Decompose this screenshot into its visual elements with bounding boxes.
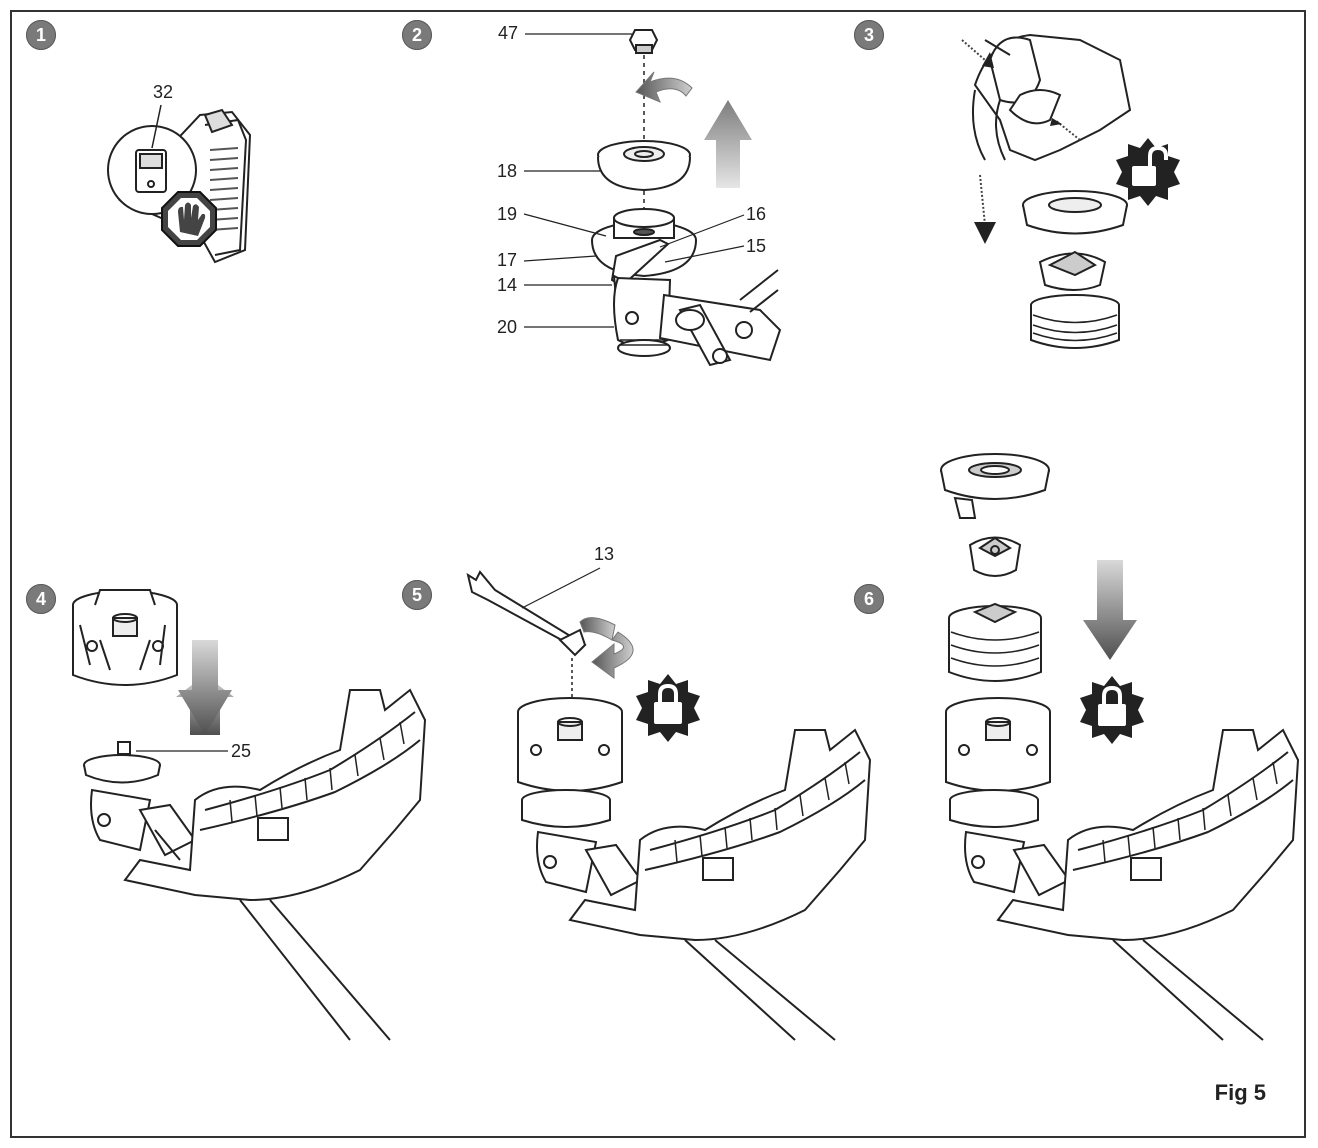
up-arrow-icon [704, 100, 752, 188]
callout-13: 13 [594, 544, 615, 564]
down-arrow-icon [178, 640, 232, 735]
panel-2-exploded-head [523, 29, 782, 367]
callout-14: 14 [497, 275, 518, 295]
step-badge-5: 5 [402, 580, 432, 610]
panel-3-release-spool [961, 33, 1180, 349]
callout-20: 20 [497, 317, 518, 337]
callout-17: 17 [497, 250, 518, 270]
panel-5-tighten [466, 567, 872, 1041]
step-badge-4: 4 [26, 584, 56, 614]
stop-hand-icon [178, 202, 206, 236]
step-badge-3: 3 [854, 20, 884, 50]
lock-icon [1080, 676, 1144, 744]
callout-16: 16 [746, 204, 767, 224]
step-badge-1: 1 [26, 20, 56, 50]
callout-25: 25 [231, 741, 252, 761]
step-badge-6: 6 [854, 584, 884, 614]
panel-6-reassemble [940, 453, 1300, 1041]
callout-15: 15 [746, 236, 767, 256]
rotate-arrow-icon [635, 71, 693, 103]
panel-4-fit-holder [72, 589, 427, 1041]
step-badge-2: 2 [402, 20, 432, 50]
callout-19: 19 [497, 204, 518, 224]
lock-icon [636, 674, 700, 742]
figure-label: Fig 5 [1214, 1080, 1266, 1105]
down-arrow-icon [974, 222, 996, 244]
down-arrow-icon [1083, 560, 1137, 660]
callout-18: 18 [497, 161, 518, 181]
rotate-arrow-icon [591, 631, 634, 679]
callout-47: 47 [498, 23, 519, 43]
panel-1-switch-off [107, 104, 252, 264]
unlock-icon [1116, 138, 1180, 206]
callout-32: 32 [153, 82, 174, 102]
figure-frame [10, 10, 1306, 1138]
